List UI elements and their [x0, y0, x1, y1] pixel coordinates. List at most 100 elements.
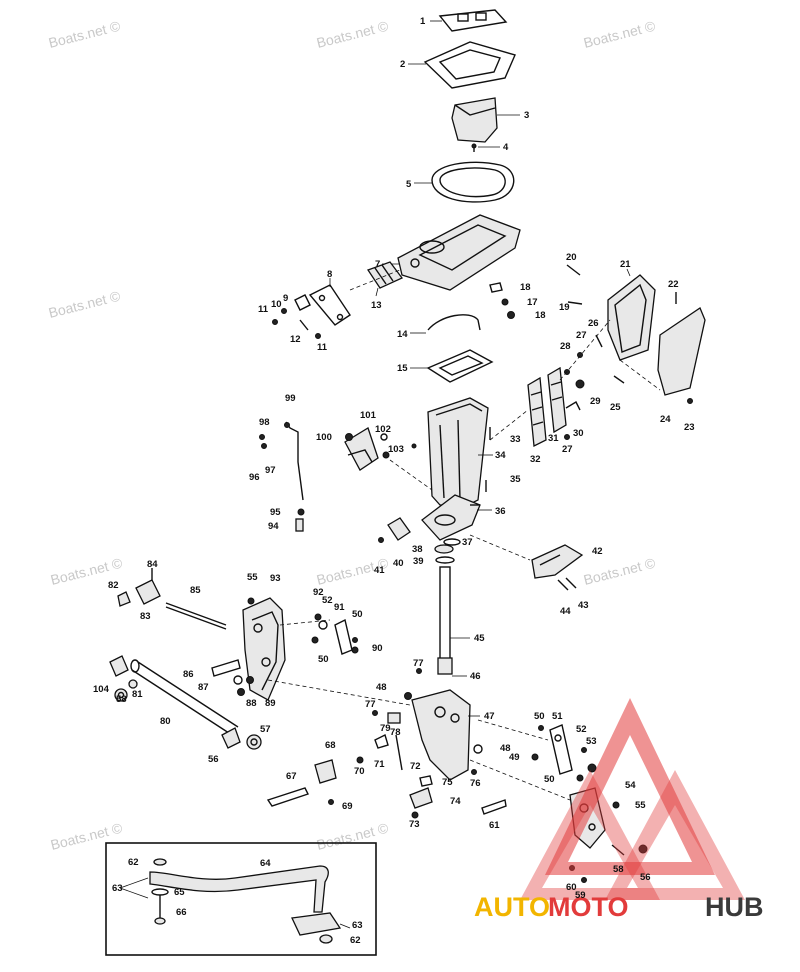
callout-80: 80	[160, 716, 171, 727]
callout-33: 33	[510, 434, 521, 445]
parts-55-fastener-left	[247, 597, 255, 605]
part-46-bushing	[437, 657, 467, 677]
callout-89: 89	[265, 698, 276, 709]
callout-52b: 52	[576, 724, 587, 735]
callout-91: 91	[334, 602, 345, 613]
parts-91-92-components	[311, 613, 353, 655]
callout-10: 10	[271, 299, 282, 310]
callout-55b: 55	[635, 800, 646, 811]
parts-17-20-fasteners	[489, 264, 583, 319]
watermark-1: Boats.net ©	[47, 17, 123, 50]
callout-72: 72	[410, 761, 421, 772]
callout-32: 32	[530, 454, 541, 465]
callout-19: 19	[559, 302, 570, 313]
callout-57: 57	[260, 724, 271, 735]
callout-73: 73	[409, 819, 420, 830]
callout-28: 28	[560, 341, 571, 352]
callout-68: 68	[325, 740, 336, 751]
part-5-seal-ring	[414, 161, 515, 203]
callout-34: 34	[495, 450, 506, 461]
callout-67: 67	[286, 771, 297, 782]
callout-12: 12	[290, 334, 301, 345]
parts-104-81-56-57-fasteners	[109, 655, 262, 750]
callout-59: 59	[575, 890, 586, 901]
callout-39: 39	[413, 556, 424, 567]
callout-25: 25	[610, 402, 621, 413]
part-1-plate	[430, 9, 508, 32]
callout-75: 75	[442, 777, 453, 788]
callout-66: 66	[176, 907, 187, 918]
callout-58a: 58	[116, 694, 127, 705]
parts-48-fasteners	[404, 692, 483, 754]
part-85-rod	[165, 602, 227, 630]
callout-82: 82	[108, 580, 119, 591]
callout-86: 86	[183, 669, 194, 680]
callout-85: 85	[190, 585, 201, 596]
callout-76: 76	[470, 778, 481, 789]
detail-inset	[105, 842, 377, 956]
part-32-clamp	[527, 376, 547, 448]
callout-43: 43	[578, 600, 589, 611]
callout-18a: 18	[520, 282, 531, 293]
parts-33-35-screws	[470, 427, 491, 506]
callout-50b: 50	[318, 654, 329, 665]
callout-104: 104	[93, 684, 110, 695]
part-93-clamp-bracket	[242, 597, 286, 701]
callout-101: 101	[360, 410, 377, 421]
callout-62a: 62	[128, 857, 139, 868]
callout-74: 74	[450, 796, 461, 807]
callout-27b: 27	[562, 444, 573, 455]
callout-97: 97	[265, 465, 276, 476]
part-7-adapter-plate	[382, 214, 521, 291]
callout-29: 29	[590, 396, 601, 407]
callout-11b: 11	[317, 342, 328, 353]
part-36-base	[421, 494, 492, 541]
callout-38: 38	[412, 544, 423, 555]
callout-9: 9	[283, 293, 288, 304]
callout-17: 17	[527, 297, 538, 308]
watermark-9: Boats.net ©	[315, 819, 391, 852]
callout-2: 2	[400, 59, 405, 70]
callout-52a: 52	[322, 595, 333, 606]
callout-70: 70	[354, 766, 365, 777]
callout-18b: 18	[535, 310, 546, 321]
part-21-side-cover	[607, 268, 656, 361]
parts-37-41-components	[378, 517, 461, 564]
parts-67-71-components	[266, 756, 364, 807]
callout-4: 4	[503, 142, 509, 153]
callout-100: 100	[316, 432, 332, 443]
callout-93: 93	[270, 573, 281, 584]
callout-50c: 50	[534, 711, 545, 722]
logo-moto: MOTO	[548, 892, 629, 922]
watermark-2: Boats.net ©	[315, 17, 391, 50]
callout-65: 65	[174, 887, 185, 898]
callout-69: 69	[342, 801, 353, 812]
part-45-shaft	[439, 566, 470, 668]
logo-hub: HUB	[705, 892, 764, 922]
part-61-plate	[481, 799, 507, 815]
callout-24: 24	[660, 414, 671, 425]
callout-71: 71	[374, 759, 385, 770]
assembly-guide-lines	[267, 269, 611, 801]
callout-5: 5	[406, 179, 412, 190]
callout-30: 30	[573, 428, 584, 439]
callout-62b: 62	[350, 935, 361, 946]
parts-77-79-fasteners	[372, 668, 422, 749]
callout-90: 90	[372, 643, 383, 654]
part-42-bracket	[469, 534, 584, 591]
callout-53: 53	[586, 736, 597, 747]
callout-48b: 48	[500, 743, 511, 754]
callout-84: 84	[147, 559, 158, 570]
parts-94-98-fasteners	[259, 434, 305, 532]
part-13-rubber-mount	[367, 261, 404, 297]
callout-51: 51	[552, 711, 563, 722]
part-101-bracket	[344, 427, 379, 471]
callout-58b: 58	[613, 864, 624, 875]
callout-103: 103	[388, 444, 404, 455]
callout-7: 7	[375, 259, 380, 270]
callout-56a: 56	[208, 754, 219, 765]
callout-56b: 56	[640, 872, 651, 883]
callout-77b: 77	[365, 699, 376, 710]
parts-86-90-fasteners	[211, 637, 359, 696]
callout-79: 79	[380, 723, 391, 734]
